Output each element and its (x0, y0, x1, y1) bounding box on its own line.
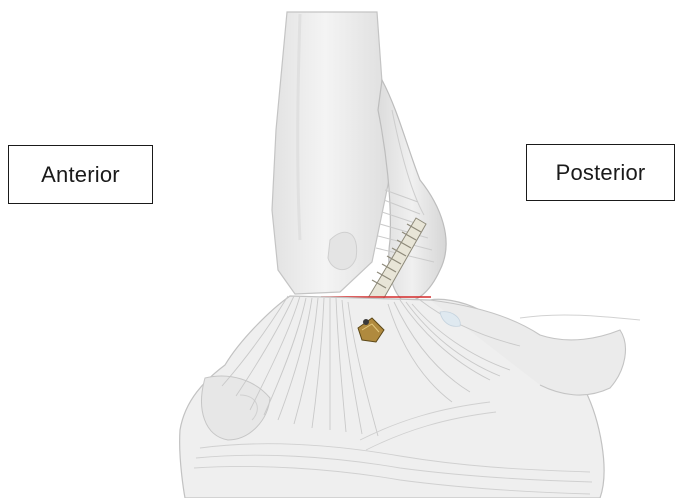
posterior-label: Posterior (526, 144, 675, 201)
talus-and-foot-bones (180, 296, 640, 498)
tibia (272, 12, 390, 294)
anterior-label-text: Anterior (41, 162, 120, 188)
anterior-label: Anterior (8, 145, 153, 204)
posterior-label-text: Posterior (556, 160, 646, 186)
